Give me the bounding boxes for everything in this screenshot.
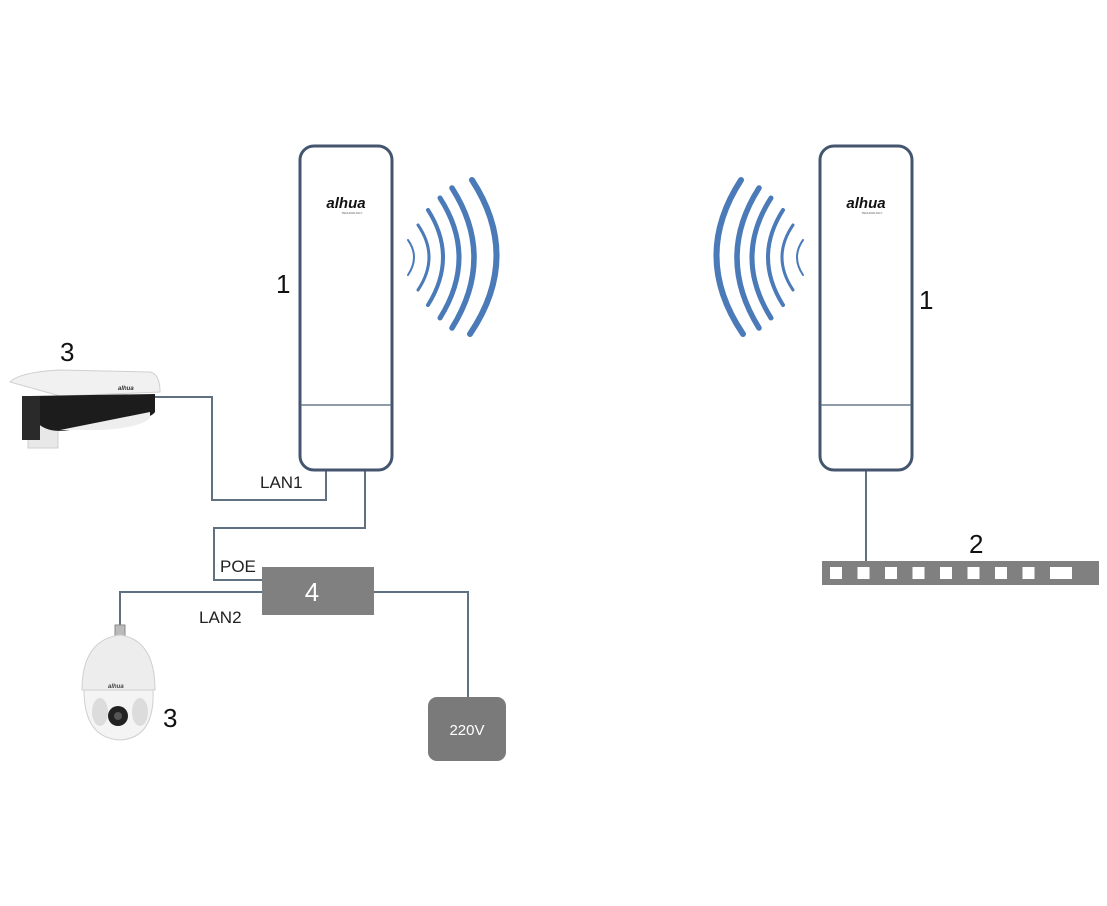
dome-camera-number: 3 bbox=[163, 703, 177, 733]
port-label-lan2: LAN2 bbox=[199, 608, 242, 627]
cpe-left-brand-sub: TECHNOLOGY bbox=[341, 211, 362, 215]
cpe-right-brand-logo: alhua bbox=[846, 195, 885, 212]
cpe-left[interactable]: alhua TECHNOLOGY bbox=[298, 144, 394, 472]
switch-port-7 bbox=[995, 567, 1007, 579]
switch-port-4 bbox=[912, 567, 925, 579]
wires bbox=[119, 396, 867, 697]
switch-port-5 bbox=[940, 567, 952, 579]
wire-cpe-to-poe bbox=[213, 470, 366, 581]
cpe-left-body bbox=[298, 144, 394, 472]
wire-bullet-camera-to-cpe-lan1 bbox=[155, 396, 327, 501]
wire-poe-to-dome-camera-lan2 bbox=[119, 591, 262, 625]
switch-ports bbox=[830, 567, 1072, 579]
cpe-right-brand-sub: TECHNOLOGY bbox=[861, 211, 882, 215]
switch-port-1 bbox=[830, 567, 842, 579]
cpe-left-brand-logo: alhua bbox=[326, 195, 365, 212]
network-switch[interactable] bbox=[822, 561, 1099, 585]
switch-port-6 bbox=[967, 567, 980, 579]
power-source-body bbox=[428, 697, 506, 761]
bullet-camera-number: 3 bbox=[60, 337, 74, 367]
wire-poe-to-power bbox=[373, 591, 469, 697]
cpe-right-body bbox=[818, 144, 914, 472]
cpe-right[interactable]: alhua TECHNOLOGY bbox=[818, 144, 914, 472]
switch-port-10 bbox=[1060, 567, 1072, 579]
cpe-left-number: 1 bbox=[276, 269, 290, 299]
port-label-lan1: LAN1 bbox=[260, 473, 303, 492]
switch-port-3 bbox=[885, 567, 897, 579]
switch-port-8 bbox=[1022, 567, 1035, 579]
cpe-right-number: 1 bbox=[919, 285, 933, 315]
switch-port-9 bbox=[1050, 567, 1062, 579]
power-source-label: 220V bbox=[449, 722, 484, 739]
poe-injector[interactable]: 4 bbox=[262, 567, 374, 615]
switch-number: 2 bbox=[969, 529, 983, 559]
poe-injector-body bbox=[262, 567, 374, 615]
switch-port-2 bbox=[857, 567, 870, 579]
dome-camera-icon[interactable]: alhua bbox=[81, 624, 156, 741]
port-label-poe: POE bbox=[220, 557, 256, 576]
power-source-220v[interactable]: 220V bbox=[428, 697, 506, 761]
poe-injector-number: 4 bbox=[305, 577, 319, 607]
bullet-camera-icon[interactable]: alhua bbox=[9, 369, 161, 449]
dome-camera-brand: alhua bbox=[108, 684, 124, 690]
signal-waves-right-icon bbox=[713, 177, 804, 337]
signal-waves-left-icon bbox=[407, 177, 500, 337]
bullet-camera-brand: alhua bbox=[118, 386, 134, 392]
